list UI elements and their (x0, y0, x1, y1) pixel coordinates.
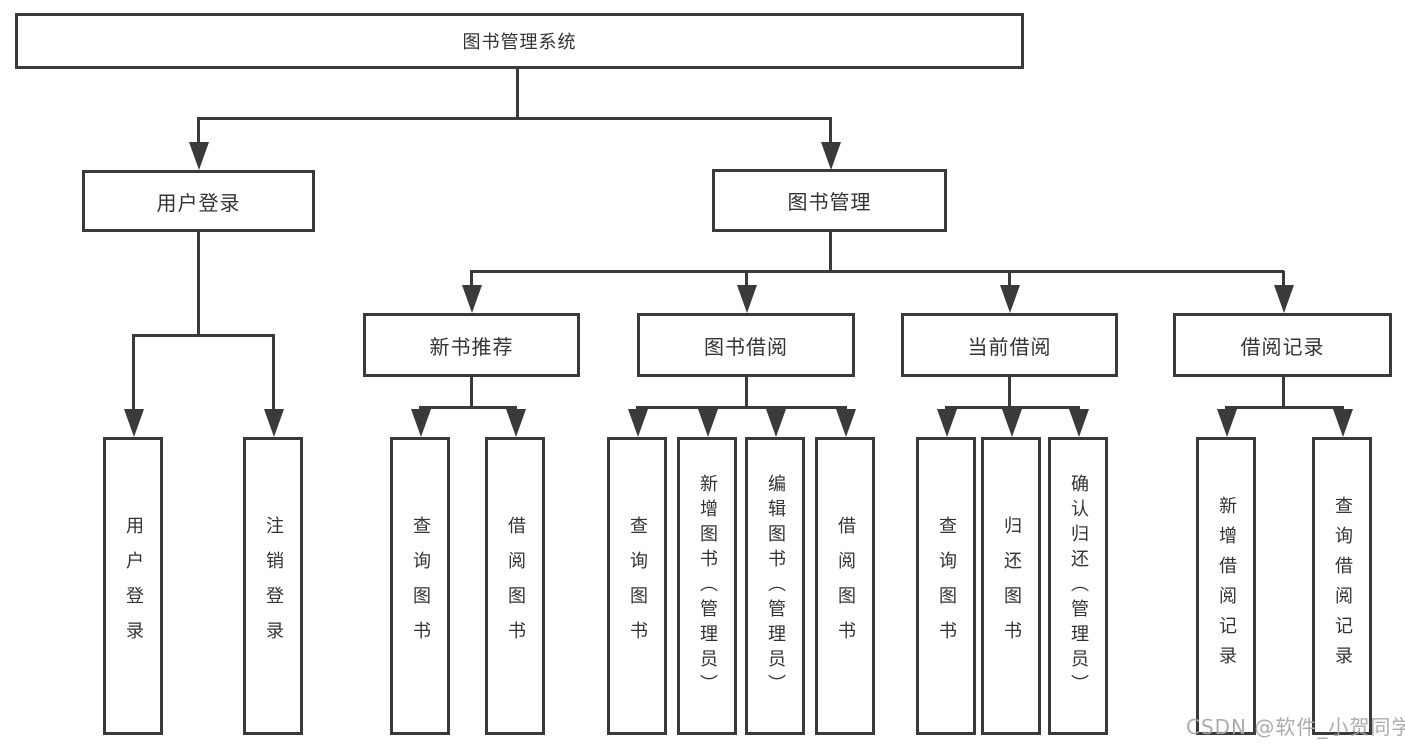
leaf-borrow-books: 借阅图书 (485, 437, 545, 735)
arrow-to-book-borrow (745, 271, 748, 285)
connector-borrow-records-stem (1282, 377, 1285, 407)
arrow-to-user-login (197, 118, 200, 142)
leaf-edit-books-admin: 编辑图书（管理员） (745, 437, 805, 735)
leaf-add-borrow-record: 新增借阅记录 (1196, 437, 1256, 735)
arrow-down (1077, 407, 1080, 409)
arrow-to-current-borrow (1008, 271, 1011, 285)
connector-book-borrow-stem (745, 377, 748, 407)
connector-user-login-stem (197, 232, 200, 335)
arrow-down (945, 407, 948, 409)
connector-root-stem (516, 69, 519, 118)
arrow-down (636, 407, 639, 409)
connector-user-login-rail (132, 334, 275, 337)
connector-level2-rail (197, 117, 832, 120)
node-borrow-records: 借阅记录 (1173, 313, 1392, 377)
arrow-to-leaf-logout (272, 335, 275, 409)
node-library-management-system: 图书管理系统 (15, 13, 1024, 69)
arrow-down (1010, 407, 1013, 409)
leaf-query-books: 查询图书 (390, 437, 450, 735)
leaf-borrow-books: 借阅图书 (815, 437, 875, 735)
leaf-return-books: 归还图书 (981, 437, 1041, 735)
arrow-down (514, 407, 517, 409)
csdn-watermark: CSDN @软件_小贺同学 (1186, 715, 1405, 739)
arrow-to-borrow-records (1282, 271, 1285, 285)
arrow-down (844, 407, 847, 409)
arrow-down (706, 407, 709, 409)
node-book-management: 图书管理 (712, 169, 947, 232)
connector-book-borrow-rail (636, 406, 847, 409)
arrow-down (1225, 407, 1228, 409)
leaf-confirm-return-admin: 确认归还（管理员） (1048, 437, 1108, 735)
connector-book-management-stem (829, 232, 832, 271)
leaf-query-borrow-record: 查询借阅记录 (1312, 437, 1372, 735)
leaf-query-books: 查询图书 (916, 437, 976, 735)
node-new-book-recommend: 新书推荐 (363, 313, 580, 377)
connector-new-book-rail (419, 406, 517, 409)
arrow-to-leaf-user-login (132, 335, 135, 409)
node-book-borrow: 图书借阅 (637, 313, 855, 377)
node-current-borrow: 当前借阅 (901, 313, 1118, 377)
node-user-login: 用户登录 (82, 170, 315, 232)
leaf-logout-login: 注销登录 (243, 437, 303, 735)
connector-level3-rail (470, 270, 1284, 273)
arrow-to-book-management (829, 118, 832, 142)
arrow-down (419, 407, 422, 409)
leaf-query-books: 查询图书 (607, 437, 667, 735)
connector-borrow-records-rail (1225, 406, 1344, 409)
connector-new-book-stem (470, 377, 473, 407)
arrow-to-new-book-recommend (470, 271, 473, 285)
connector-current-borrow-stem (1008, 377, 1011, 407)
arrow-down (1341, 407, 1344, 409)
arrow-down (774, 407, 777, 409)
leaf-user-login: 用户登录 (103, 437, 163, 735)
leaf-add-books-admin: 新增图书（管理员） (677, 437, 737, 735)
